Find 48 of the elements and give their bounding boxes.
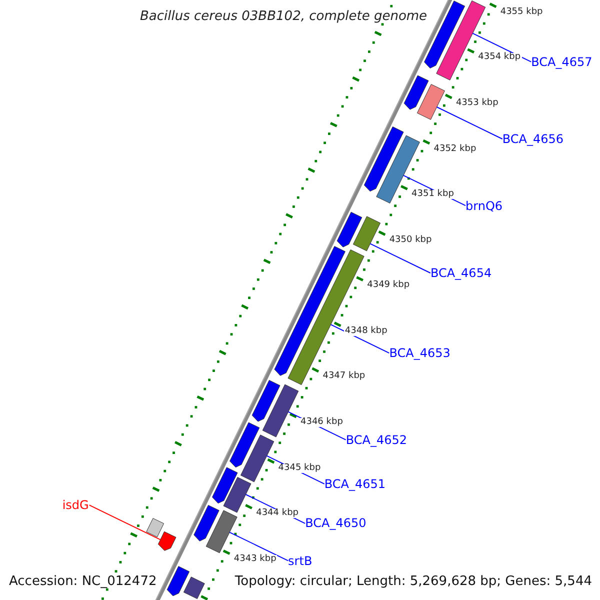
scale-label: 4355 kbp [499,8,544,17]
leader-line [330,324,390,354]
map-title: Bacillus cereus 03BB102, complete genome [140,10,428,23]
gene-bar [416,84,445,120]
gene-label: brnQ6 [466,200,503,212]
gene-label: BCA_4654 [430,267,492,280]
gene-bar [206,510,238,554]
gene-bar [158,531,176,551]
leader-line [88,504,161,540]
scale-label: 4349 kbp [366,281,411,290]
gene-bar [230,422,260,468]
scale-label: 4344 kbp [255,509,300,518]
gene-label: BCA_4653 [389,347,450,360]
leader-line [436,106,503,140]
scale-label: 4354 kbp [477,53,522,62]
leader-line [370,243,431,274]
gene-bar [364,126,404,192]
gene-bar [262,384,299,438]
genome-summary-text: Topology: circular; Length: 5,269,628 bp; Genes: 5,544 [234,575,592,588]
scale-label: 4352 kbp [432,144,478,154]
gene-bar [352,216,381,252]
gene-label: BCA_4650 [305,517,366,530]
scale-label: 4343 kbp [232,554,278,564]
gene-label: isdG [62,499,89,512]
gene-label: BCA_4657 [531,56,592,68]
accession-text: Accession: NC_012472 [9,575,157,588]
scale-label: 4346 kbp [300,418,344,428]
gene-label: BCA_4651 [324,478,386,490]
scale-label: 4351 kbp [410,190,455,200]
scale-label: 4345 kbp [277,464,322,473]
gene-bar [404,75,429,110]
gene-bar [183,576,205,600]
gene-bar [252,380,280,422]
gene-bar [166,566,190,596]
gene-label: srtB [288,554,312,567]
gene-bar [212,467,238,504]
gene-label: BCA_4656 [502,133,564,145]
gene-bar [240,434,274,482]
scale-label: 4353 kbp [454,98,500,108]
gene-bar [336,212,362,248]
gene-bar [194,504,220,542]
scale-label: 4348 kbp [344,326,388,336]
gene-bar [223,476,252,513]
scale-label: 4350 kbp [388,236,433,245]
gene-label: BCA_4652 [346,434,407,446]
leader-line [229,532,289,562]
gene-bar [146,518,164,538]
scale-label: 4347 kbp [322,372,366,382]
